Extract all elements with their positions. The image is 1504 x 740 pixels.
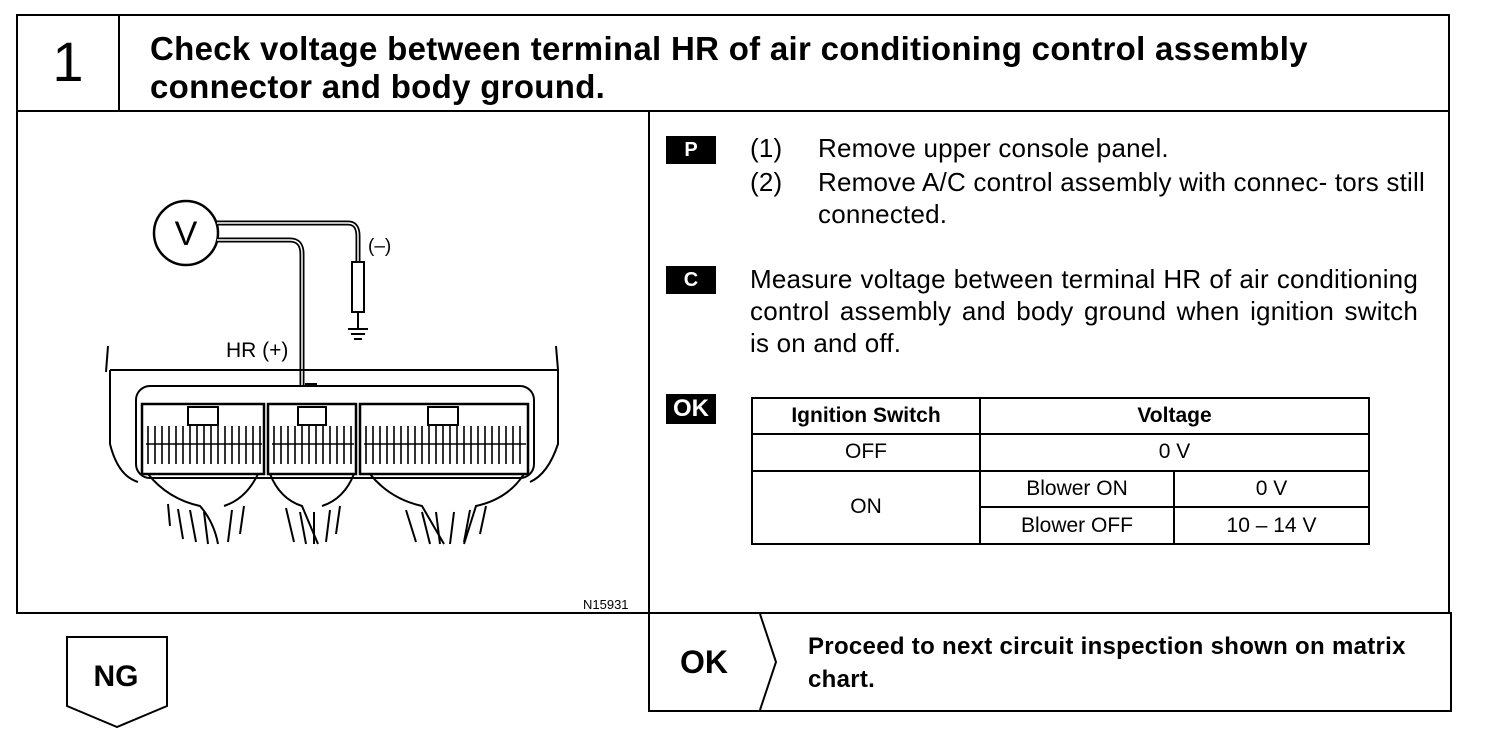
ok-result-frame bbox=[650, 612, 1452, 712]
prep-step-1-text: Remove upper console panel. bbox=[818, 133, 1169, 163]
preparation-badge: P bbox=[666, 136, 716, 164]
prep-step-2-text: Remove A/C control assembly with connec-… bbox=[818, 167, 1425, 229]
table-header-row: Ignition Switch Voltage bbox=[751, 397, 1370, 435]
prep-step-1-number: (1) bbox=[750, 133, 783, 163]
cell-switch-off: OFF bbox=[751, 433, 981, 472]
column-divider bbox=[648, 112, 650, 712]
positive-label: HR (+) bbox=[226, 339, 288, 362]
voltage-spec-table: Ignition Switch Voltage OFF 0 V ON Blowe… bbox=[751, 397, 1370, 546]
ok-arrow-shape bbox=[759, 613, 778, 711]
table-row: Blower OFF 10 – 14 V bbox=[752, 506, 1370, 545]
cell-voltage-off: 0 V bbox=[979, 433, 1370, 472]
figure-code: N15931 bbox=[583, 597, 629, 612]
ng-tag-shape bbox=[66, 636, 168, 728]
check-badge: C bbox=[666, 266, 716, 294]
cell-voltage-blower-off: 10 – 14 V bbox=[1173, 506, 1370, 545]
step-number: 1 bbox=[52, 30, 84, 93]
ok-standard-badge: OK bbox=[666, 394, 716, 424]
ok-label: OK bbox=[680, 644, 728, 680]
ground-icon bbox=[348, 328, 368, 340]
wiring-illustration: V (–) HR (+) bbox=[105, 199, 559, 545]
negative-label: (–) bbox=[368, 236, 391, 257]
ok-result-text: Proceed to next circuit inspection shown… bbox=[808, 633, 1406, 693]
meter-symbol: V bbox=[175, 215, 198, 253]
prep-step-2-number: (2) bbox=[750, 167, 783, 197]
step-number-cell: 1 bbox=[18, 16, 120, 110]
cell-switch-on: ON bbox=[751, 469, 981, 546]
voltmeter-icon: V bbox=[152, 199, 220, 267]
table-row: OFF 0 V bbox=[751, 433, 1370, 472]
header-ignition-switch: Ignition Switch bbox=[751, 397, 981, 435]
ng-label: NG bbox=[93, 660, 139, 693]
header-voltage: Voltage bbox=[979, 397, 1370, 435]
connector-icon bbox=[105, 345, 559, 545]
cell-voltage-blower-on: 0 V bbox=[1173, 469, 1370, 509]
cell-blower-off: Blower OFF bbox=[979, 506, 1175, 545]
step-body-frame bbox=[16, 110, 1450, 614]
cell-blower-on: Blower ON bbox=[979, 469, 1175, 509]
step-title: Check voltage between terminal HR of air… bbox=[150, 30, 1308, 105]
step-header: 1 Check voltage between terminal HR of a… bbox=[16, 14, 1450, 112]
table-row: ON Blower ON 0 V bbox=[751, 469, 1370, 546]
check-instruction: Measure voltage between terminal HR of a… bbox=[750, 264, 1418, 358]
